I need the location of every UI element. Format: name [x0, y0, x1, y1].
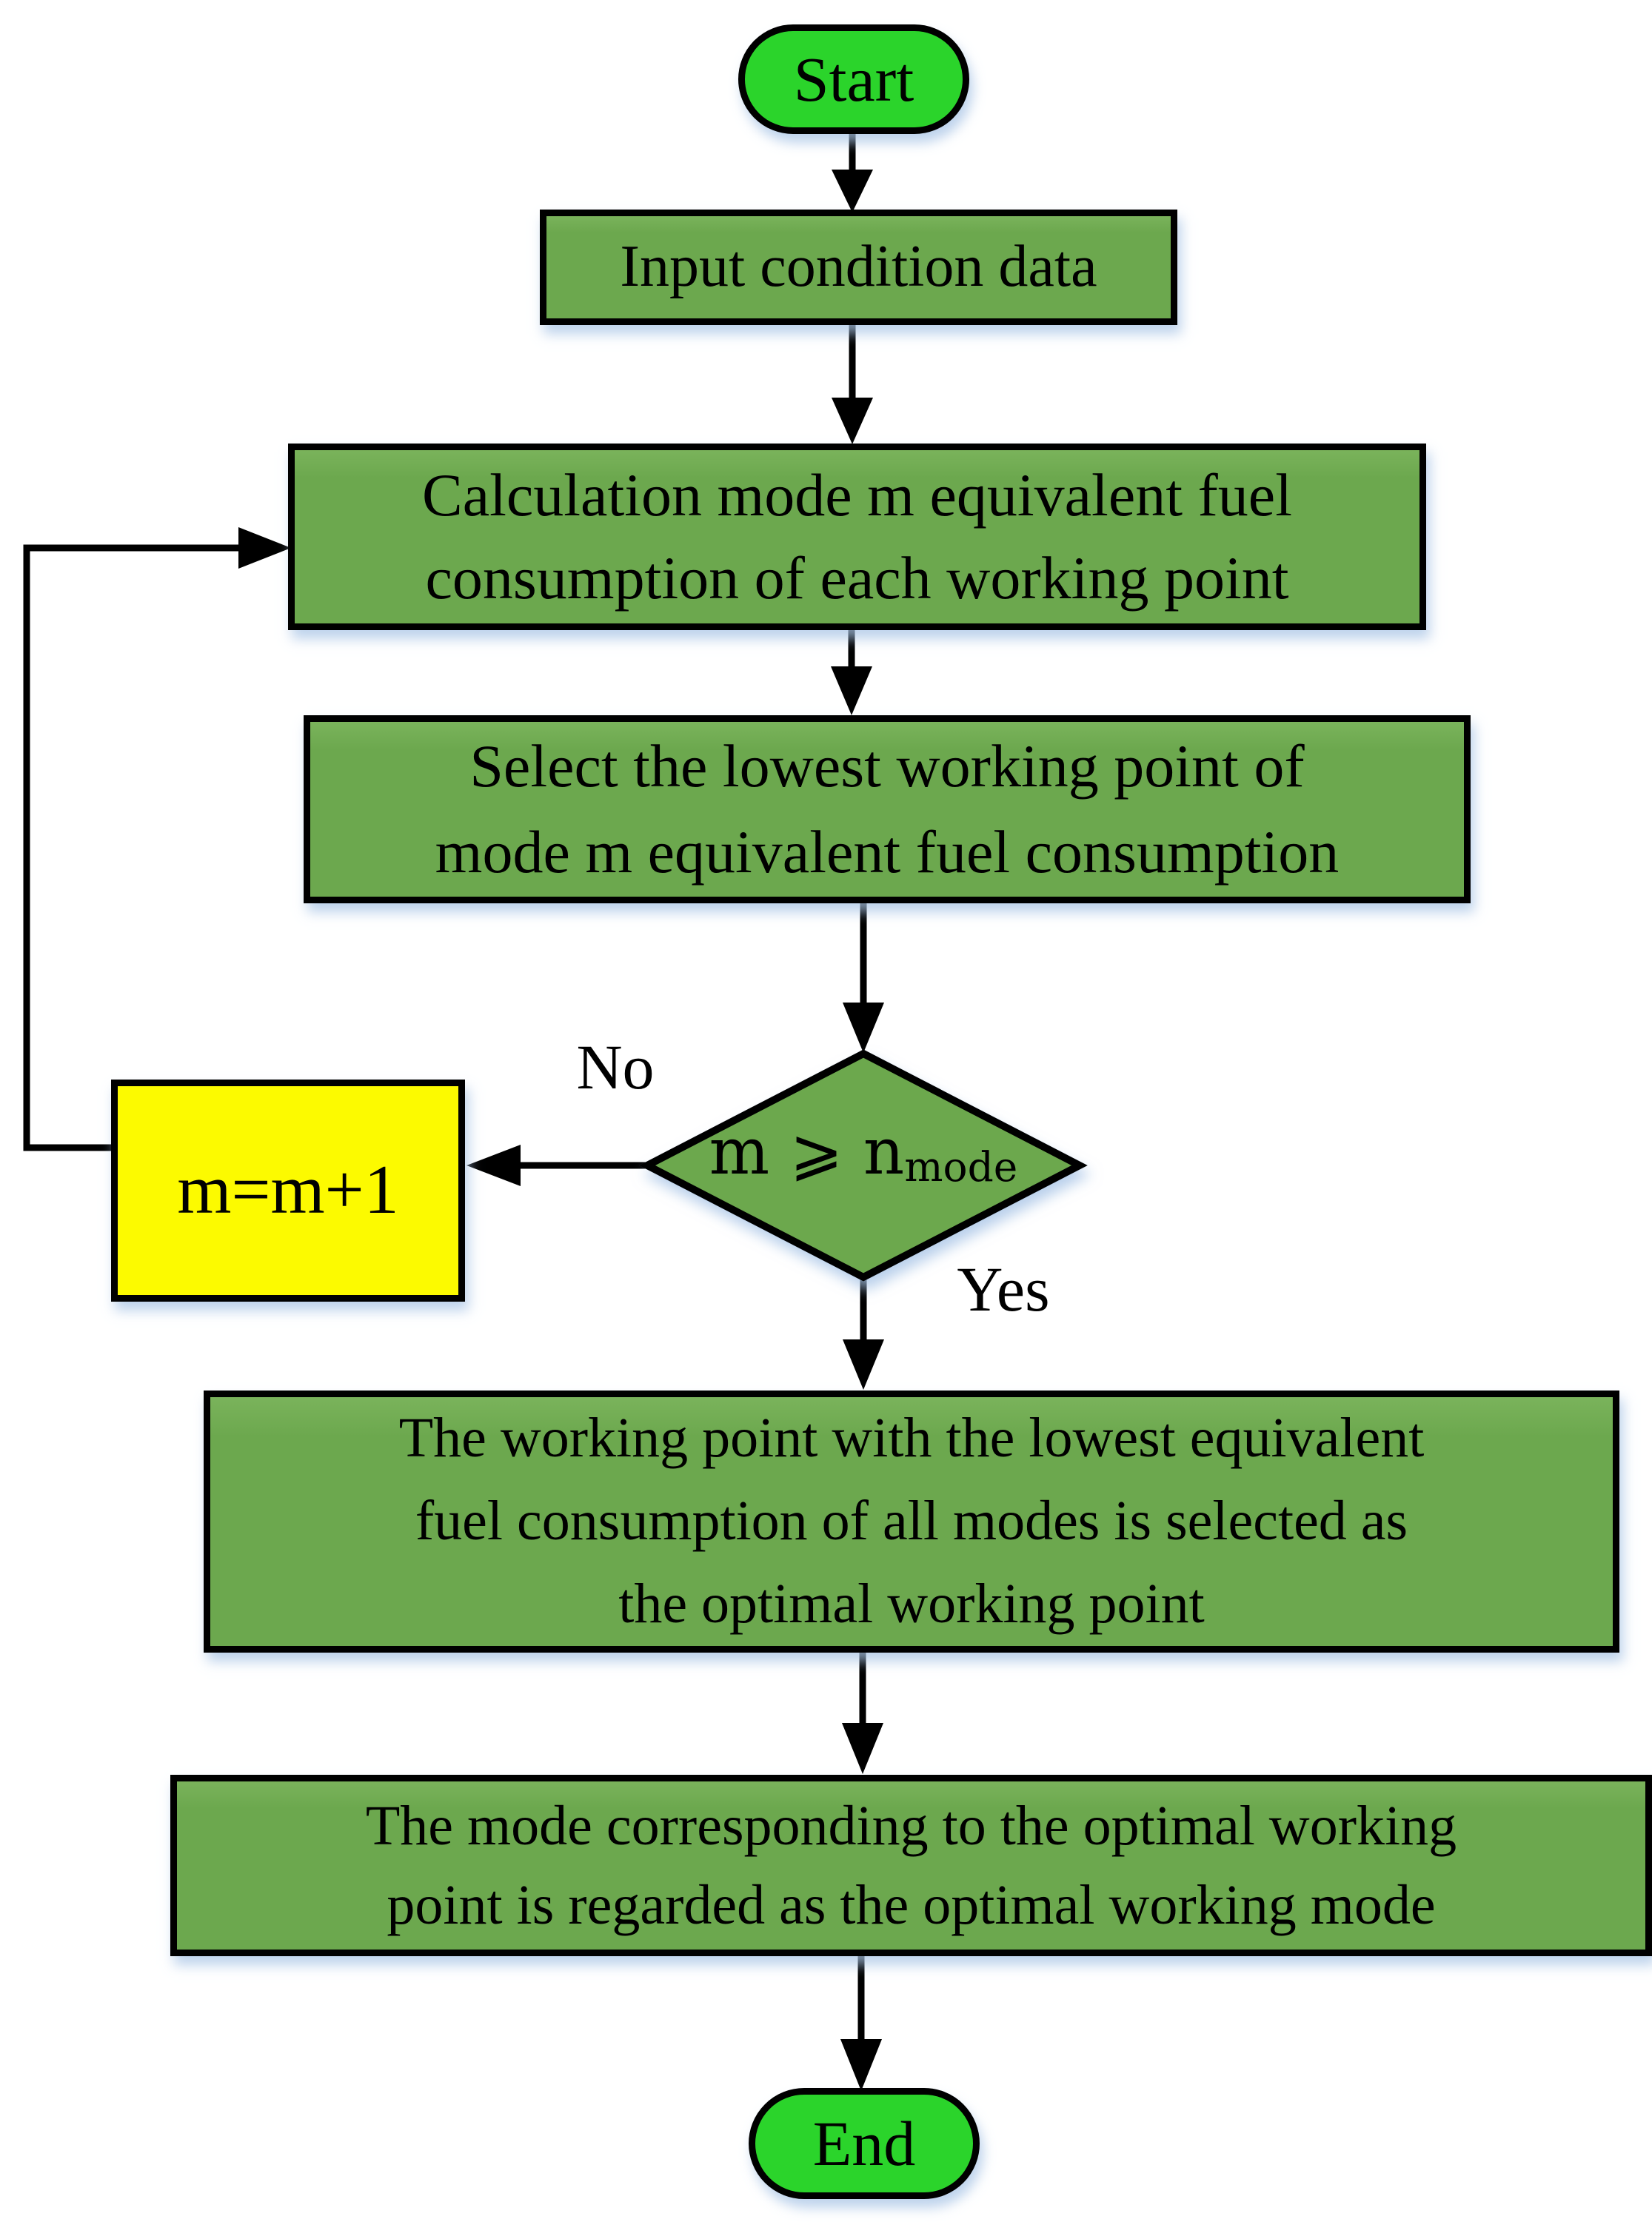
- start-terminal: Start: [738, 24, 969, 134]
- arrowhead-decision-to-increment: [466, 1145, 521, 1186]
- edge-label-no: No: [538, 1026, 693, 1108]
- arrow-increment-to-calc: [23, 544, 241, 1151]
- process-optimal-mode: The mode corresponding to the optimal wo…: [170, 1775, 1652, 1956]
- arrowhead-decision-to-optimal-point: [843, 1339, 884, 1390]
- arrowhead-calc-to-select: [831, 666, 872, 715]
- decision-expression: m ⩾ n: [709, 1115, 905, 1189]
- end-label: End: [812, 2107, 916, 2179]
- process-increment-m: m=m+1: [111, 1080, 465, 1302]
- arrowhead-optimal-point-to-optimal-mode: [842, 1723, 883, 1774]
- process-select-lowest: Select the lowest working point of mode …: [304, 715, 1471, 903]
- decision-diamond: [639, 1049, 1088, 1282]
- arrowhead-optimal-mode-to-end: [840, 2039, 882, 2091]
- calculate-fuel-label: Calculation mode m equivalent fuel consu…: [422, 461, 1292, 612]
- yes-text: Yes: [957, 1254, 1050, 1325]
- arrowhead-select-to-decision: [843, 1003, 884, 1053]
- no-text: No: [576, 1031, 655, 1102]
- input-condition-label: Input condition data: [620, 234, 1097, 300]
- arrowhead-start-to-input: [832, 170, 873, 213]
- arrowhead-increment-to-calc: [238, 527, 291, 569]
- select-lowest-label: Select the lowest working point of mode …: [435, 732, 1340, 886]
- arrowhead-input-to-calc: [832, 398, 873, 444]
- end-terminal: End: [749, 2088, 980, 2199]
- process-optimal-point: The working point with the lowest equiva…: [204, 1391, 1619, 1653]
- optimal-mode-label: The mode corresponding to the optimal wo…: [365, 1795, 1457, 1936]
- start-label: Start: [793, 43, 914, 115]
- optimal-point-label: The working point with the lowest equiva…: [398, 1407, 1425, 1635]
- process-input-condition: Input condition data: [540, 210, 1177, 325]
- decision-subscript: mode: [904, 1143, 1018, 1191]
- increment-m-label: m=m+1: [177, 1151, 399, 1229]
- edge-label-yes: Yes: [918, 1248, 1088, 1330]
- process-calculate-fuel: Calculation mode m equivalent fuel consu…: [288, 444, 1426, 630]
